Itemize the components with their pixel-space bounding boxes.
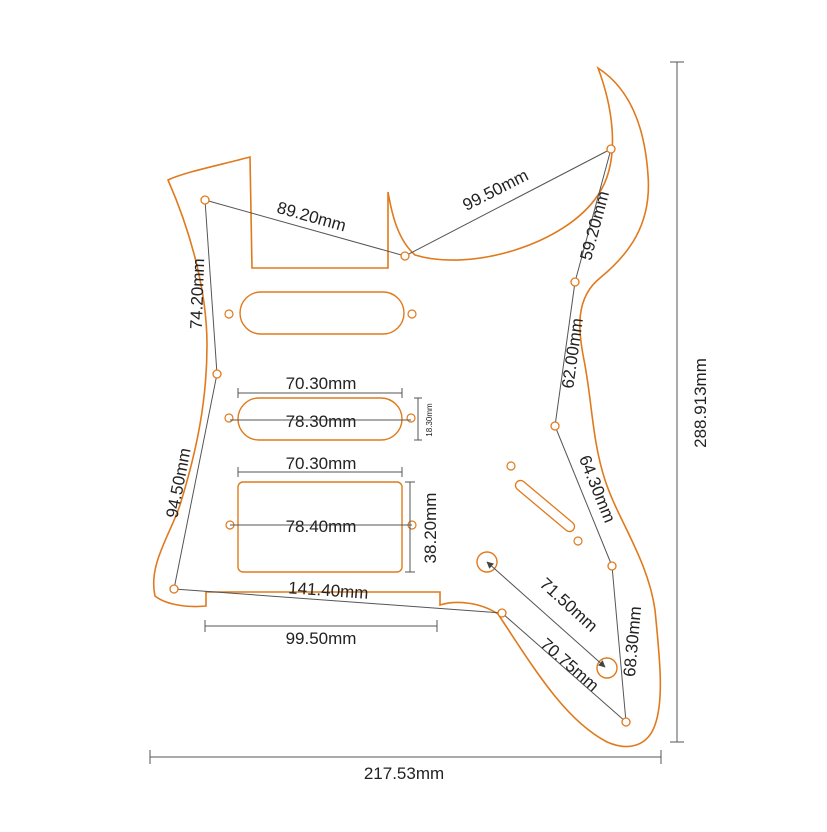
dimension-guides [173, 148, 627, 723]
middle-pickup-cutout [237, 397, 403, 441]
label-overall-height: 288.913mm [691, 358, 710, 448]
label-cutout-width: 99.50mm [286, 629, 357, 648]
label-bridge-pickup-width: 70.30mm [286, 454, 357, 473]
mounting-screw-hole [606, 144, 616, 154]
neck-pickup-screw-hole [407, 309, 417, 319]
switch-slot [514, 479, 576, 533]
mounting-screw-hole [621, 717, 631, 727]
mounting-screw-hole [607, 561, 617, 571]
mounting-screw-hole [550, 421, 560, 431]
tone-pot-hole [596, 657, 618, 679]
mounting-screw-hole [497, 608, 507, 618]
switch-screw-hole [573, 536, 583, 546]
overall-height-dimension [670, 61, 684, 743]
neck-pickup-screw-hole [224, 309, 234, 319]
pickguard-outline [152, 66, 662, 748]
label-right-bottom: 68.30mm [620, 605, 645, 677]
label-overall-width: 217.53mm [364, 764, 444, 783]
label-left-upper: 74.20mm [187, 258, 208, 329]
pickup-dimension-lines [204, 388, 438, 632]
label-bridge-pickup-mount: 78.40mm [286, 517, 357, 536]
middle-pickup-screw-hole [406, 413, 416, 423]
label-right-upper: 59.20mm [576, 189, 613, 262]
mounting-screw-hole [169, 584, 179, 594]
overall-width-dimension [149, 750, 662, 764]
mounting-screw-hole [200, 195, 210, 205]
mounting-screw-hole [570, 277, 580, 287]
mounting-screw-hole [400, 251, 410, 261]
label-top-right-span: 99.50mm [460, 166, 532, 215]
mounting-screw-hole [212, 369, 222, 379]
label-bottom-left-span: 141.40mm [288, 578, 369, 603]
label-middle-pickup-height: 18.30mm [425, 403, 434, 437]
label-jack-span: 71.50mm [536, 574, 601, 636]
label-bridge-pickup-height: 38.20mm [421, 493, 440, 564]
label-right-lower: 64.30mm [575, 453, 619, 526]
bridge-pickup-cutout [237, 481, 403, 573]
switch-screw-hole [506, 461, 516, 471]
label-middle-pickup-width: 70.30mm [286, 374, 357, 393]
middle-pickup-screw-hole [224, 413, 234, 423]
mounting-screw-holes [169, 144, 631, 727]
neck-pickup-cutout [239, 291, 405, 335]
jack-span-line [486, 561, 606, 668]
label-middle-pickup-mount: 78.30mm [286, 412, 357, 431]
